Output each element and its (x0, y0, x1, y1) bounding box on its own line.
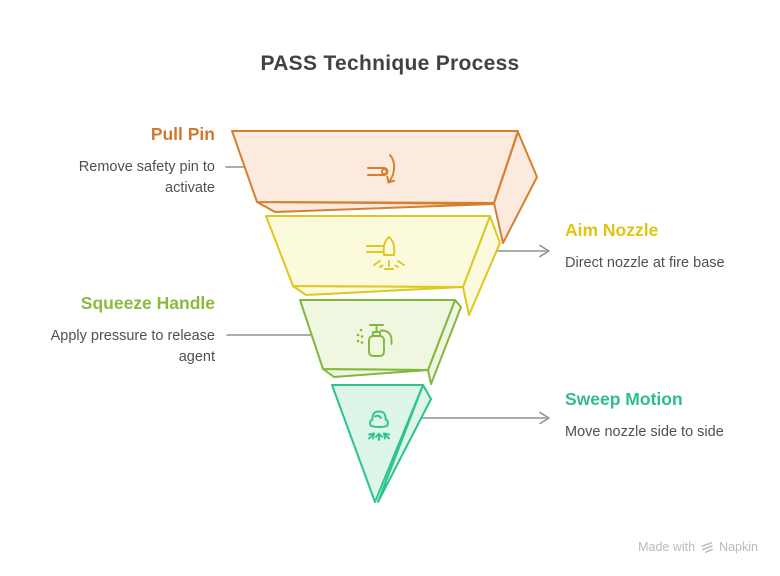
funnel-level-pull-pin (231, 130, 538, 244)
label-block-aim-nozzle: Aim Nozzle Direct nozzle at fire base (565, 220, 775, 274)
watermark: Made with Napkin (638, 540, 758, 554)
level-title: Squeeze Handle (80, 293, 215, 313)
spray-bottle-icon (356, 324, 393, 357)
sweep-arrows-icon (368, 410, 390, 441)
level-title: Aim Nozzle (565, 220, 659, 240)
level-title: Sweep Motion (565, 389, 683, 409)
label-block-sweep-motion: Sweep Motion Move nozzle side to side (565, 389, 775, 443)
funnel-level-aim-nozzle (265, 215, 501, 316)
pull-pin-icon (367, 154, 396, 184)
label-block-squeeze-handle: Squeeze Handle Apply pressure to release… (40, 293, 215, 368)
connector-arrow-squeeze-handle (226, 328, 324, 342)
watermark-made-with: Made with (638, 540, 696, 554)
level-description: Apply pressure to release agent (50, 328, 215, 365)
aim-nozzle-icon (366, 236, 405, 270)
label-block-pull-pin: Pull Pin Remove safety pin to activate (40, 124, 215, 199)
level-description: Remove safety pin to activate (78, 159, 215, 196)
napkin-logo-icon (701, 542, 714, 553)
funnel-level-sweep-motion (331, 384, 432, 503)
funnel-level-squeeze-handle (299, 299, 462, 385)
page-title: PASS Technique Process (260, 52, 520, 75)
level-title: Pull Pin (150, 124, 215, 144)
level-description: Move nozzle side to side (565, 424, 724, 440)
watermark-brand: Napkin (719, 540, 758, 554)
connector-arrow-sweep-motion (407, 411, 550, 425)
level-description: Direct nozzle at fire base (565, 255, 725, 271)
